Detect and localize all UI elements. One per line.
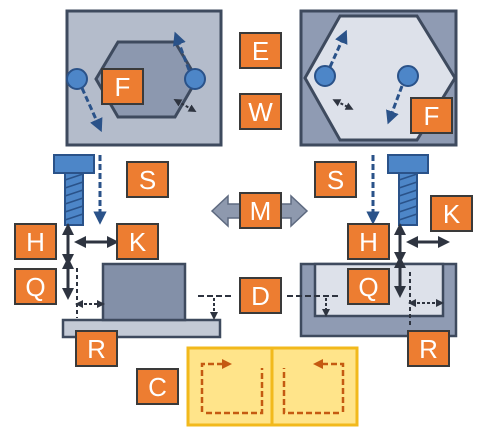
label-q-left-text: Q <box>25 272 45 302</box>
gap-arrow <box>173 99 197 112</box>
right-fixture-assembly <box>299 154 458 338</box>
label-f-right: F <box>410 97 453 134</box>
label-f-left: F <box>101 68 144 105</box>
circle-icon <box>397 65 419 87</box>
label-f-left-text: F <box>115 72 131 102</box>
label-m: M <box>239 192 282 229</box>
corner-guide <box>206 368 264 415</box>
label-q-right-text: Q <box>358 272 378 302</box>
label-w: W <box>239 93 282 130</box>
bolt-icon-head <box>387 154 429 174</box>
label-s-right: S <box>314 161 357 198</box>
label-h-left-text: H <box>26 227 45 257</box>
label-e: E <box>239 32 282 69</box>
label-c: C <box>136 368 179 405</box>
label-h-right: H <box>347 223 390 260</box>
label-h-right-text: H <box>359 227 378 257</box>
direction-arrow <box>386 85 404 125</box>
label-c-text: C <box>148 372 167 402</box>
workpiece-block <box>101 262 187 322</box>
direction-arrow <box>173 31 191 71</box>
label-k-right: K <box>430 195 473 232</box>
label-w-text: W <box>248 97 273 127</box>
label-d: D <box>239 277 282 314</box>
label-k-left: K <box>116 223 159 260</box>
bolt-thread <box>64 173 84 221</box>
left-fixture-assembly <box>53 154 222 339</box>
direction-arrow <box>328 29 348 68</box>
label-s-right-text: S <box>327 165 344 195</box>
label-q-left: Q <box>14 268 57 305</box>
label-f-right-text: F <box>424 101 440 131</box>
label-k-left-text: K <box>129 227 147 257</box>
bolt-thread <box>398 173 418 221</box>
labels: E W F F S S M H <box>14 32 473 405</box>
label-e-text: E <box>252 36 269 66</box>
mat-panel <box>186 346 359 427</box>
label-r-left: R <box>75 330 118 367</box>
distance-indicator <box>198 295 340 320</box>
label-d-text: D <box>251 281 270 311</box>
corner-guide <box>282 368 339 415</box>
circle-icon <box>314 65 336 87</box>
gap-arrow <box>332 99 354 110</box>
label-r-right: R <box>407 330 450 367</box>
label-m-text: M <box>250 196 272 226</box>
label-q-right: Q <box>347 268 390 305</box>
corner-arrow-icon <box>313 359 345 412</box>
label-r-left-text: R <box>87 334 106 364</box>
label-r-right-text: R <box>419 334 438 364</box>
bolt-icon-head <box>53 154 95 174</box>
direction-arrow <box>80 87 103 133</box>
circle-icon <box>184 68 206 90</box>
label-s-left: S <box>126 161 169 198</box>
label-k-right-text: K <box>443 199 461 229</box>
circle-icon <box>66 68 88 90</box>
label-h-left: H <box>14 223 57 260</box>
corner-arrow-icon <box>200 359 232 412</box>
label-s-left-text: S <box>139 165 156 195</box>
